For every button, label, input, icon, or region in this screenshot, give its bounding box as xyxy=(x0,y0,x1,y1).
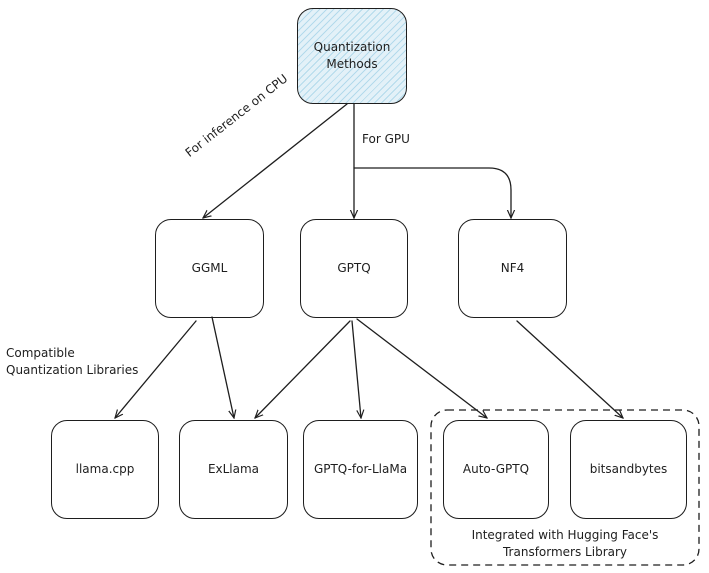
llama-cpp-node: llama.cpp xyxy=(51,420,159,519)
auto-gptq-node: Auto-GPTQ xyxy=(443,420,549,519)
gptq-for-llama-node: GPTQ-for-LlaMa xyxy=(303,420,418,519)
compatible-libraries-label: Compatible Quantization Libraries xyxy=(6,346,139,377)
exllama-node: ExLlama xyxy=(179,420,288,519)
edge-root-to-nf4 xyxy=(353,167,511,218)
nf4-node: NF4 xyxy=(458,219,567,318)
edge-gptq-to-autogptq xyxy=(356,318,487,418)
edge-ggml-to-exllama xyxy=(211,316,234,418)
gptq-node: GPTQ xyxy=(300,219,408,318)
bitsandbytes-node: bitsandbytes xyxy=(570,420,687,519)
edge-root-to-ggml xyxy=(203,103,348,218)
transformers-group-label: Integrated with Hugging Face's Transform… xyxy=(471,528,659,559)
gpu-edge-label: For GPU xyxy=(362,132,410,146)
edge-ggml-to-llamacpp xyxy=(115,320,197,418)
ggml-node: GGML xyxy=(155,219,264,318)
edge-gptq-to-gptqforllama xyxy=(351,320,361,418)
edge-gptq-to-exllama xyxy=(255,320,351,418)
quantization-methods-node: Quantization Methods xyxy=(297,8,407,104)
edge-nf4-to-bitsandbytes xyxy=(516,320,623,418)
